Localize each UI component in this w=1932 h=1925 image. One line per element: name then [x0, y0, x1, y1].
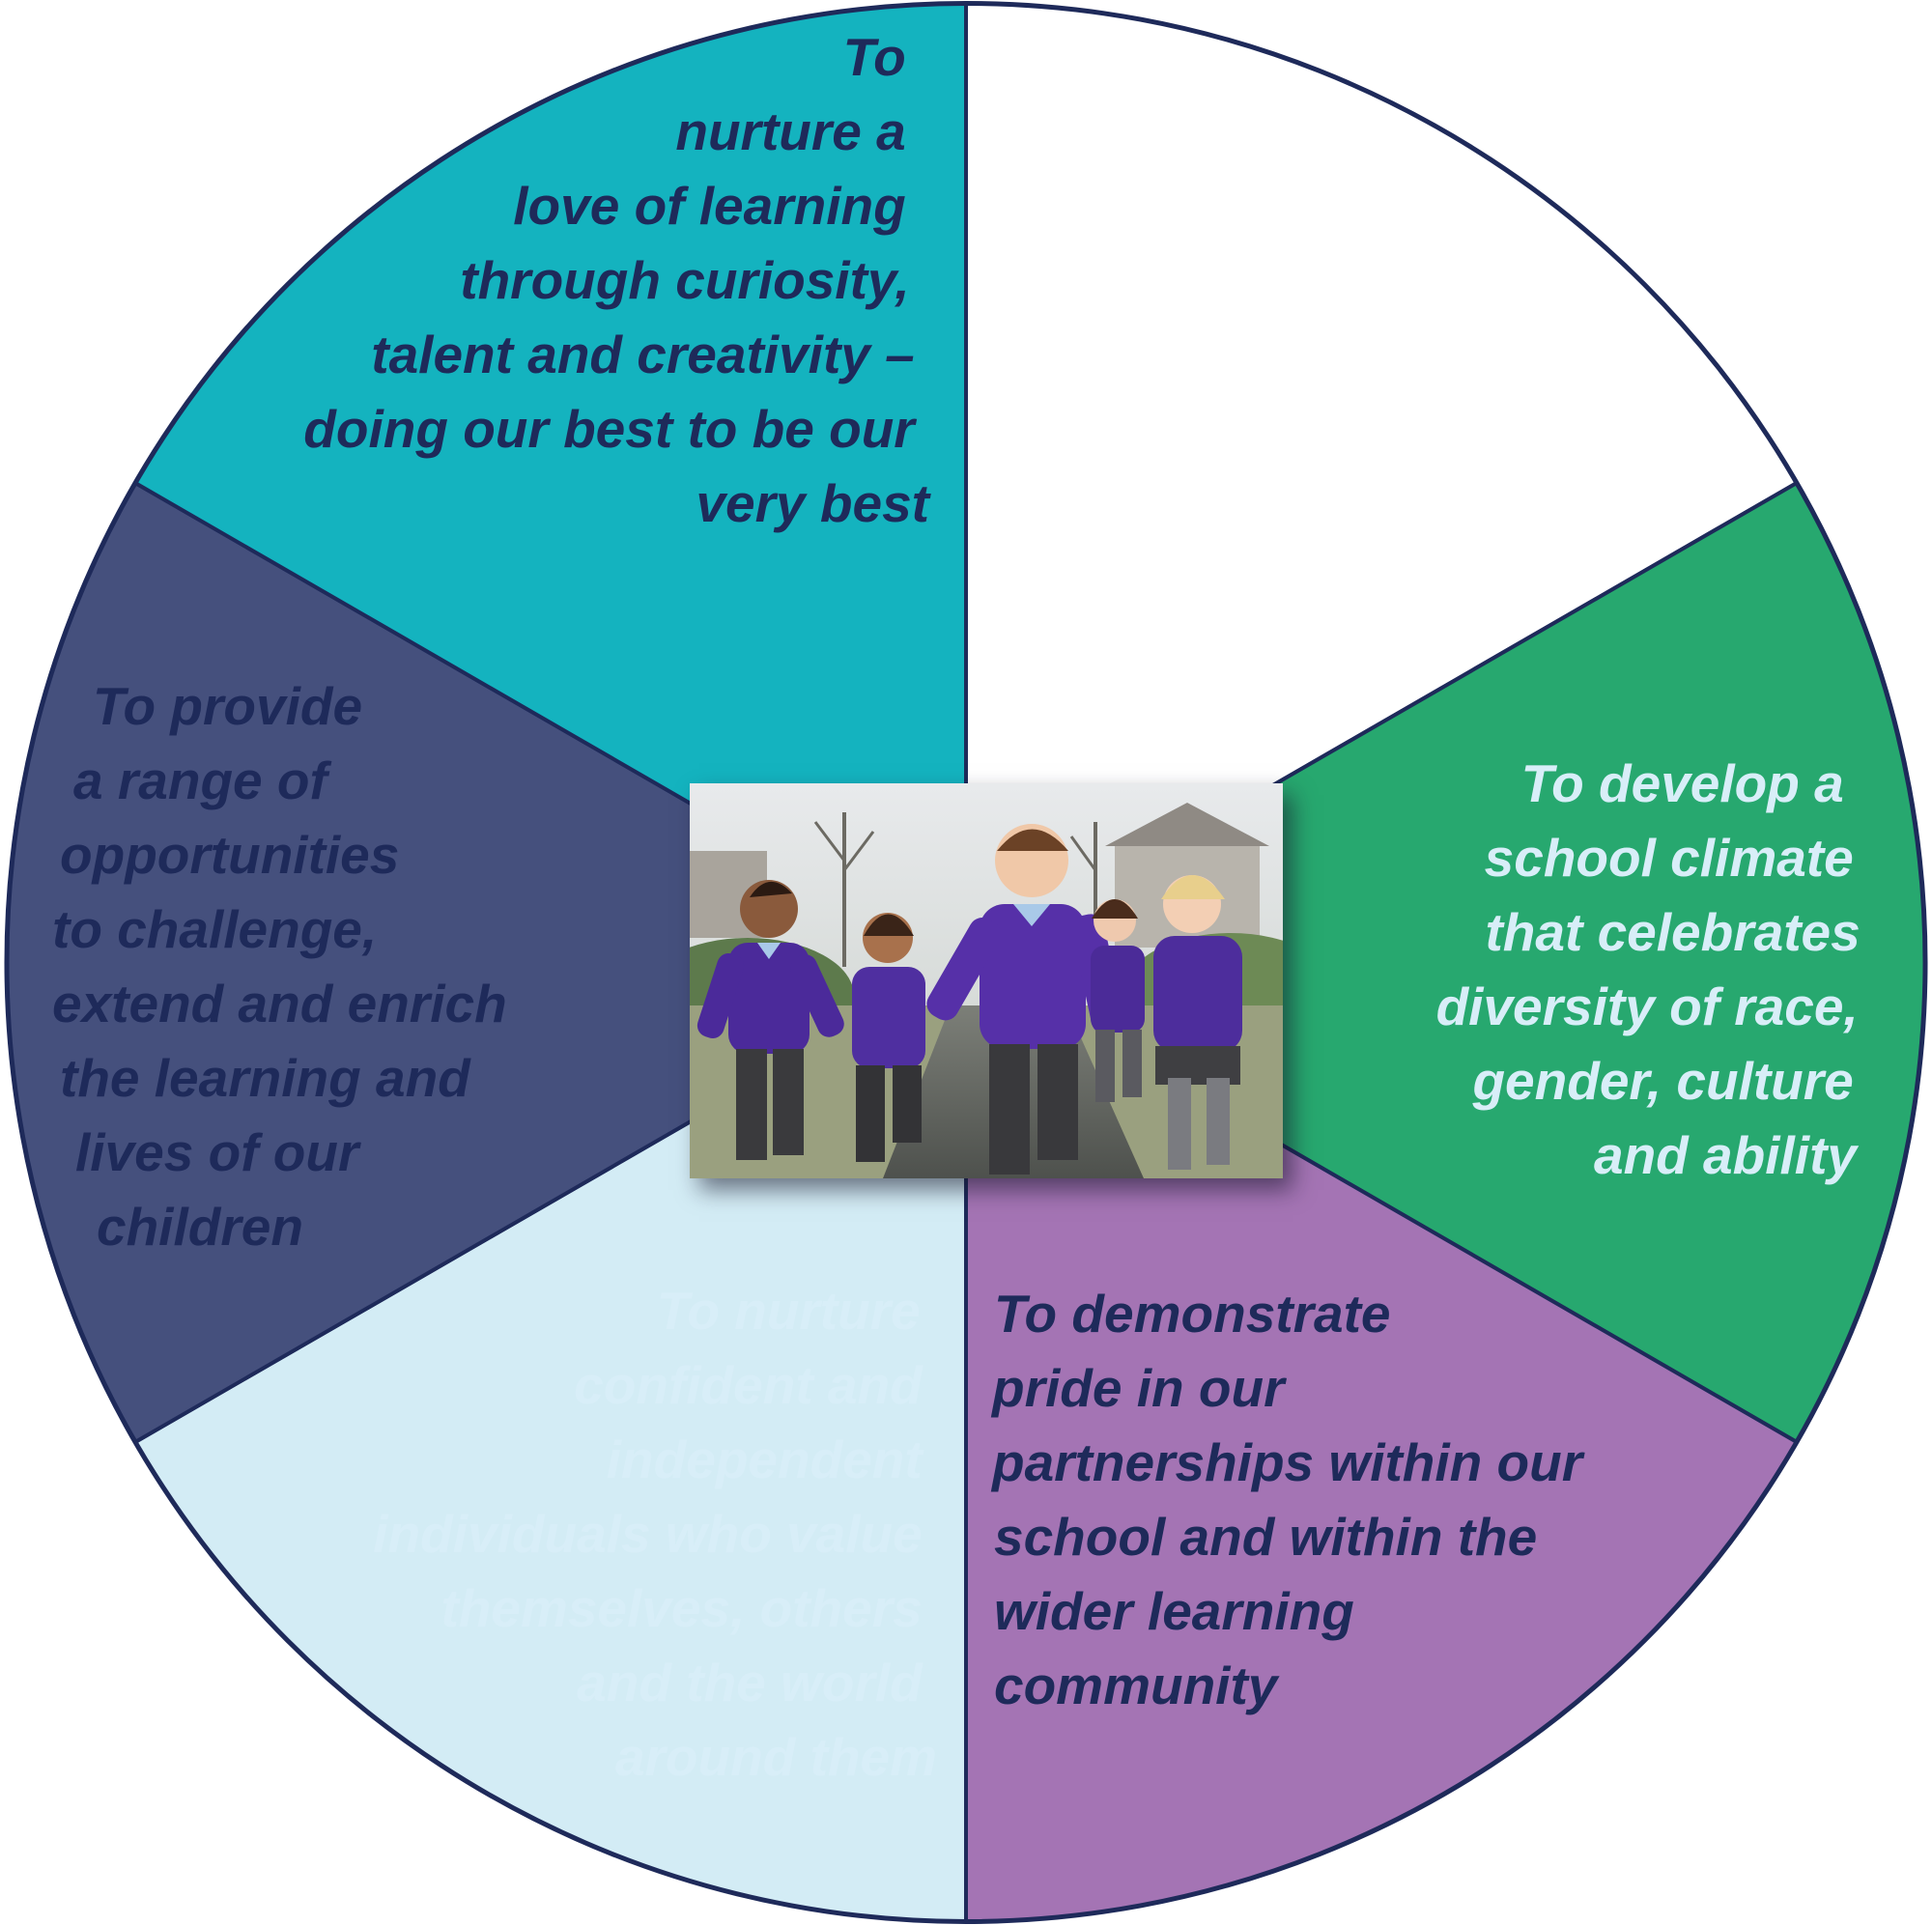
text-line: nurture a: [675, 101, 905, 161]
text-line: very best: [696, 473, 931, 533]
text-line: which to: [989, 325, 1205, 384]
wheel-segments: [4, 1, 1928, 1924]
text-line: school and within the: [994, 1507, 1537, 1567]
text-line: To provide: [93, 676, 362, 736]
text-line: wider learning: [994, 1581, 1354, 1641]
text-line: provide a: [984, 101, 1223, 161]
children-running-photo: [690, 783, 1283, 1178]
segment-partnerships-text: To demonstrate pride in our partnerships…: [990, 1284, 1597, 1715]
text-line: diversity of race,: [1436, 977, 1859, 1036]
text-line: To demonstrate: [994, 1284, 1391, 1344]
text-line: pride in our: [990, 1358, 1287, 1418]
child-figure: [852, 913, 925, 1162]
text-line: talent and creativity –: [371, 325, 914, 384]
text-line: through curiosity,: [460, 250, 909, 310]
text-line: doing our best to be our: [303, 399, 917, 459]
text-line: environment in: [986, 250, 1367, 310]
text-line: learn: [986, 399, 1113, 459]
text-line: opportunities: [60, 825, 399, 885]
text-line: the learning and: [60, 1048, 471, 1108]
text-line: love of learning: [513, 176, 905, 236]
child-figure: [1153, 875, 1242, 1170]
wheel-text: To nurture a love of learning through cu…: [52, 27, 1875, 1787]
text-line: that celebrates: [1485, 902, 1860, 962]
text-line: To: [843, 27, 906, 87]
text-line: and ability: [1594, 1125, 1859, 1185]
text-line: a range of: [73, 750, 332, 810]
segment-opportunities-text: To provide a range of opportunities to c…: [52, 676, 522, 1257]
text-line: school climate: [1485, 828, 1854, 888]
text-line: community: [994, 1656, 1280, 1715]
photo-illustration: [690, 783, 1283, 1178]
text-line: around them: [615, 1727, 937, 1787]
child-figure: [926, 824, 1124, 1175]
segment-love-of-learning-text: To nurture a love of learning through cu…: [303, 27, 931, 533]
text-line: To develop a: [1521, 753, 1844, 813]
text-line: lives of our: [75, 1122, 361, 1182]
segment-confident-individuals-text: To nurture confident and independent ind…: [373, 1281, 937, 1787]
text-line: children: [97, 1197, 303, 1257]
text-line: extend and enrich: [52, 974, 507, 1033]
child-figure: [696, 880, 844, 1160]
text-line: partnerships within our: [990, 1432, 1585, 1492]
text-line: To: [989, 27, 1052, 87]
text-line: individuals who value: [373, 1504, 922, 1564]
text-line: gender, culture: [1471, 1051, 1853, 1111]
wheel-outline: [4, 1, 1928, 1924]
text-line: themselves, others: [440, 1578, 922, 1638]
text-line: and the world: [577, 1653, 923, 1713]
text-line: confident and: [574, 1355, 923, 1415]
child-figure: [1091, 899, 1145, 1102]
text-line: to challenge,: [52, 899, 377, 959]
segment-caring-safe-text: To provide a caring and safe environment…: [984, 27, 1391, 459]
text-line: independent: [607, 1430, 925, 1489]
text-line: To nurture: [657, 1281, 921, 1341]
segment-school-climate-text: To develop a school climate that celebra…: [1436, 753, 1875, 1185]
text-line: caring and safe: [986, 176, 1376, 236]
